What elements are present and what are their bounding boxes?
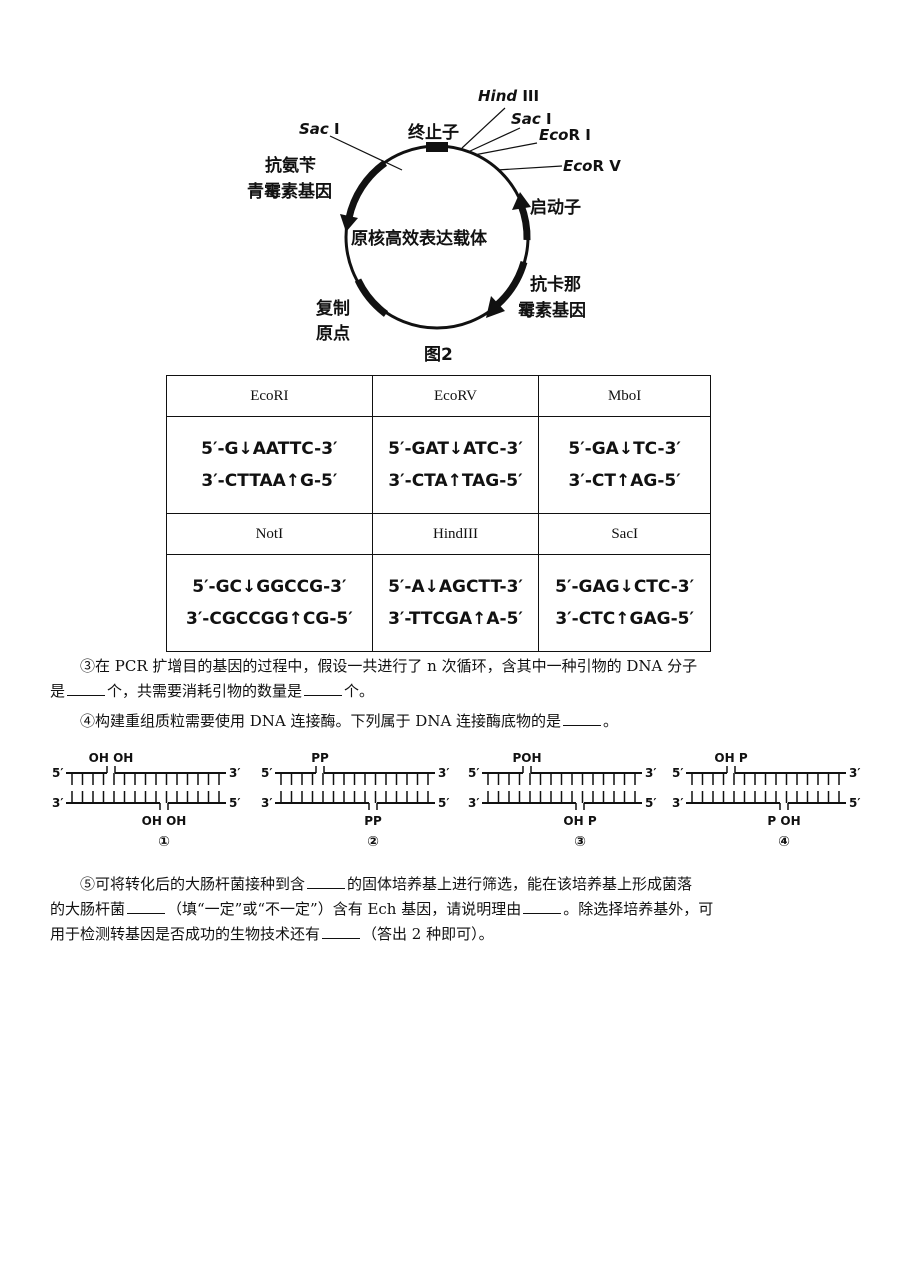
terminator-label: 终止子 — [408, 122, 459, 143]
dna-option-2[interactable]: 5′ 3′ 3′ 5′ PP PP ② — [261, 751, 450, 850]
plasmid-figure: 终止子 启动子 抗氨苄 青霉素基因 抗卡那 霉素基因 复制 原点 原核高效表达载… — [247, 87, 621, 365]
five-prime-label: 5′ — [229, 796, 241, 810]
table-row: EcoRI EcoRV MboI — [166, 375, 711, 417]
option-number: ② — [367, 834, 379, 850]
top-end-groups: OH OH — [89, 751, 134, 765]
site-ecorv: EcoR V — [563, 157, 621, 175]
enzyme-name: EcoRV — [371, 375, 540, 417]
question-4: ④构建重组质粒需要使用 DNA 连接酶。下列属于 DNA 连接酶底物的是。 — [80, 711, 619, 730]
answer-blank[interactable] — [307, 874, 346, 889]
enzyme-name: EcoRI — [166, 375, 373, 417]
answer-blank[interactable] — [304, 681, 343, 696]
five-prime-label: 5′ — [645, 796, 657, 810]
table-row: 5′-G↓AATTC-3′3′-CTTAA↑G-5′ 5′-GAT↓ATC-3′… — [166, 416, 711, 514]
dna-option-1[interactable]: 5′ 3′ 3′ 5′ OH OH OH OH ① — [52, 751, 241, 850]
top-end-groups: POH — [512, 751, 541, 765]
enzyme-site: 5′-GAT↓ATC-3′3′-CTA↑TAG-5′ — [371, 416, 540, 514]
top-end-groups: PP — [311, 751, 329, 765]
question-5: ⑤可将转化后的大肠杆菌接种到含的固体培养基上进行筛选，能在该培养基上形成菌落 的… — [50, 874, 714, 943]
table-row: 5′-GC↓GGCCG-3′3′-CGCCGG↑CG-5′ 5′-A↓AGCTT… — [166, 554, 711, 652]
five-prime-label: 5′ — [52, 766, 64, 780]
five-prime-label: 5′ — [261, 766, 273, 780]
terminator-box — [426, 142, 448, 152]
amp-arrow-icon — [345, 160, 388, 219]
answer-blank[interactable] — [322, 924, 361, 939]
kan-label-2: 霉素基因 — [518, 300, 586, 321]
three-prime-label: 3′ — [645, 766, 657, 780]
q3-line1: ③在 PCR 扩增目的基因的过程中，假设一共进行了 n 次循环，含其中一种引物的… — [80, 657, 698, 675]
option-number: ④ — [778, 834, 790, 850]
top-end-groups: OH P — [714, 751, 747, 765]
ori-arc-icon — [354, 278, 389, 317]
promoter-arrow-icon — [517, 203, 531, 241]
enzyme-name: NotI — [166, 513, 373, 555]
answer-blank[interactable] — [67, 681, 106, 696]
answer-blank[interactable] — [127, 899, 166, 914]
kan-label-1: 抗卡那 — [530, 274, 581, 295]
bottom-end-groups: P OH — [767, 814, 800, 828]
kan-arrow-icon — [494, 260, 528, 308]
enzyme-site: 5′-G↓AATTC-3′3′-CTTAA↑G-5′ — [166, 416, 373, 514]
five-prime-label: 5′ — [438, 796, 450, 810]
table-row: NotI HindIII SacI — [166, 513, 711, 555]
three-prime-label: 3′ — [438, 766, 450, 780]
bottom-end-groups: PP — [364, 814, 382, 828]
site-saci-left: Sac I — [299, 120, 340, 138]
three-prime-label: 3′ — [468, 796, 480, 810]
three-prime-label: 3′ — [672, 796, 684, 810]
enzyme-table: EcoRI EcoRV MboI 5′-G↓AATTC-3′3′-CTTAA↑G… — [166, 375, 711, 652]
dna-option-3[interactable]: 5′ 3′ 3′ 5′ POH OH P ③ — [468, 751, 657, 850]
option-number: ① — [158, 834, 170, 850]
site-saci-right: Sac I — [511, 110, 552, 128]
vector-center-label: 原核高效表达载体 — [351, 228, 488, 249]
enzyme-site: 5′-A↓AGCTT-3′3′-TTCGA↑A-5′ — [371, 554, 540, 652]
enzyme-name: HindIII — [371, 513, 540, 555]
five-prime-label: 5′ — [849, 796, 861, 810]
five-prime-label: 5′ — [672, 766, 684, 780]
three-prime-label: 3′ — [52, 796, 64, 810]
enzyme-site: 5′-GC↓GGCCG-3′3′-CGCCGG↑CG-5′ — [166, 554, 373, 652]
bottom-end-groups: OH OH — [142, 814, 187, 828]
enzyme-name: MboI — [538, 375, 711, 417]
enzyme-name: SacI — [538, 513, 711, 555]
answer-blank[interactable] — [563, 711, 602, 726]
q3-line2: 是个，共需要消耗引物的数量是个。 — [50, 681, 375, 700]
bottom-end-groups: OH P — [563, 814, 596, 828]
option-number: ③ — [574, 834, 586, 850]
enzyme-site: 5′-GA↓TC-3′3′-CT↑AG-5′ — [538, 416, 711, 514]
amp-label-2: 青霉素基因 — [247, 181, 332, 202]
question-3: ③在 PCR 扩增目的基因的过程中，假设一共进行了 n 次循环，含其中一种引物的… — [50, 654, 855, 704]
dna-option-4[interactable]: 5′ 3′ 3′ 5′ OH P P OH ④ — [672, 751, 861, 850]
ori-label-2: 原点 — [316, 323, 350, 344]
three-prime-label: 3′ — [261, 796, 273, 810]
figure-caption: 图2 — [424, 345, 453, 365]
answer-blank[interactable] — [523, 899, 562, 914]
enzyme-site: 5′-GAG↓CTC-3′3′-CTC↑GAG-5′ — [538, 554, 711, 652]
three-prime-label: 3′ — [849, 766, 861, 780]
promoter-label: 启动子 — [530, 197, 581, 218]
ori-label-1: 复制 — [315, 298, 350, 319]
five-prime-label: 5′ — [468, 766, 480, 780]
site-ecori: EcoR I — [539, 126, 591, 144]
three-prime-label: 3′ — [229, 766, 241, 780]
site-hindiii: Hind III — [478, 87, 539, 105]
amp-label-1: 抗氨苄 — [265, 155, 316, 176]
